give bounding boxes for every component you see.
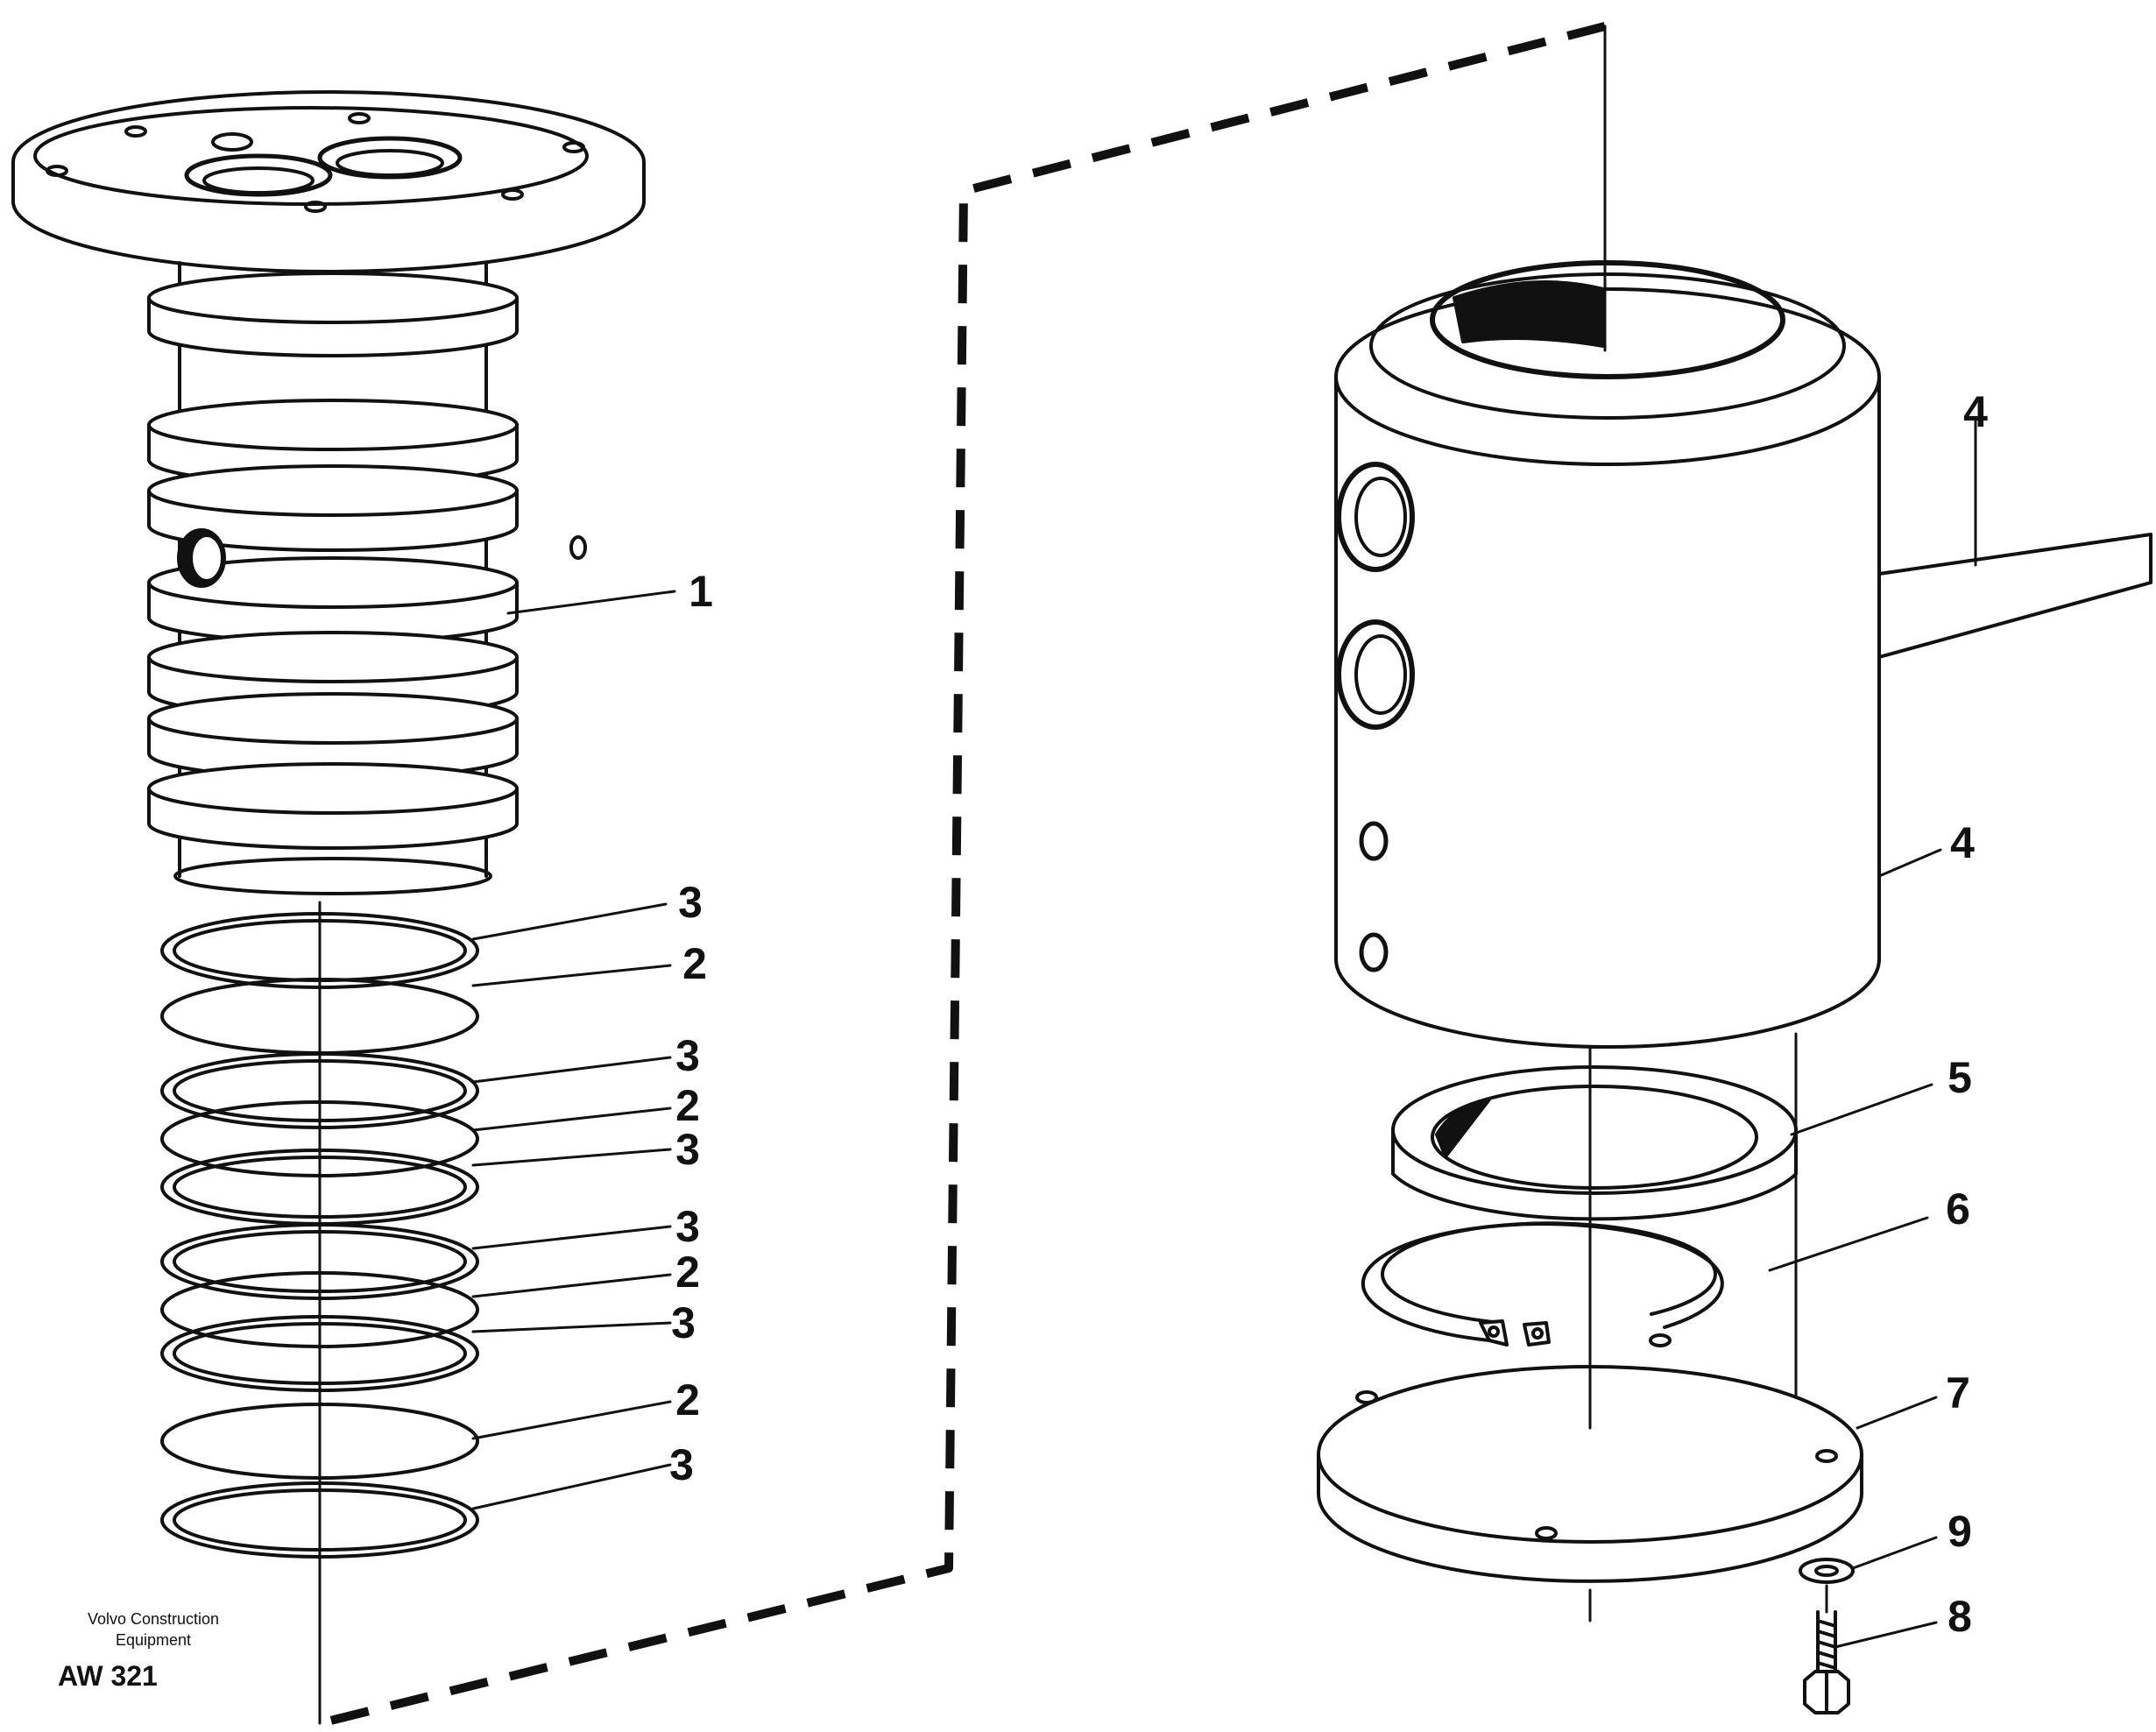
- callout-part-2: 2: [682, 939, 707, 988]
- part-1-swivel-shaft: [11, 90, 646, 895]
- part-6-circlip: [1361, 1221, 1724, 1347]
- callout-part-2: 2: [675, 1081, 700, 1130]
- leader-lines: [471, 419, 1977, 1649]
- callout-part-4-arm: 4: [1963, 387, 1988, 436]
- seal-ring-3: [160, 1223, 479, 1300]
- callout-part-2: 2: [675, 1248, 700, 1297]
- callout-part-2: 2: [675, 1375, 700, 1424]
- callout-part-3: 3: [671, 1298, 696, 1347]
- callout-part-1: 1: [689, 567, 713, 616]
- part-7-end-plate: [1317, 1333, 1863, 1622]
- oring-2: [160, 1403, 479, 1480]
- callout-part-5: 5: [1947, 1053, 1972, 1102]
- callout-part-3: 3: [675, 1202, 700, 1251]
- callout-part-3: 3: [675, 1031, 700, 1080]
- drawing-code: AW 321: [58, 1660, 158, 1692]
- seal-ring-stack: [160, 901, 479, 1725]
- part-8-bolt: [1803, 1584, 1850, 1714]
- callout-part-4-housing: 4: [1950, 818, 1975, 867]
- callout-part-8: 8: [1947, 1592, 1972, 1641]
- callout-part-3: 3: [678, 878, 703, 927]
- brand-name-line2: Equipment: [115, 1631, 192, 1649]
- callout-part-9: 9: [1947, 1507, 1972, 1556]
- callout-part-3: 3: [669, 1440, 694, 1489]
- seal-ring-3: [160, 1052, 479, 1129]
- seal-ring-3: [160, 1315, 479, 1392]
- part-5-spacer-ring: [1391, 1045, 1798, 1430]
- part-4-swivel-housing: [1334, 25, 2152, 1465]
- callout-part-6: 6: [1946, 1184, 1970, 1234]
- part-9-washer: [1799, 1558, 1855, 1584]
- oring-2: [160, 1271, 479, 1348]
- brand-name: Volvo Construction: [87, 1610, 220, 1628]
- assembly-dashed-line: [318, 22, 1607, 1728]
- seal-ring-3: [160, 1481, 479, 1559]
- callout-part-3: 3: [675, 1125, 700, 1174]
- callout-part-7: 7: [1946, 1368, 1970, 1417]
- oring-2: [160, 1100, 479, 1177]
